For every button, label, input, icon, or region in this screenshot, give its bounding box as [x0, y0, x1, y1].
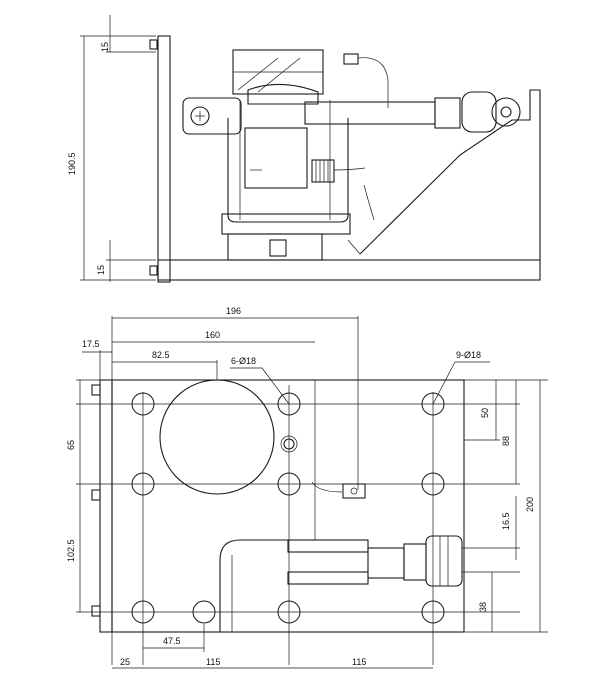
top-view: 196 160 82.5 17.5 6-Ø18 9-Ø18 65 102.5 5… [66, 306, 548, 669]
plan-rod-top [287, 539, 369, 553]
dim-196: 196 [226, 306, 241, 316]
clamp-block [182, 97, 242, 135]
cable-gland [311, 159, 335, 183]
gusset [359, 89, 541, 260]
rod-eye [461, 91, 497, 133]
plan-lug-1 [91, 384, 101, 396]
dim-88: 88 [501, 436, 511, 446]
hole-callout-6: 6-Ø18 [231, 356, 256, 366]
dim-160: 160 [205, 330, 220, 340]
dim-82-5: 82.5 [152, 350, 170, 360]
dim-200: 200 [525, 497, 535, 512]
plan-lug-3 [91, 605, 101, 617]
dim-25: 25 [120, 657, 130, 667]
rod-pin-outer [491, 97, 521, 127]
dim-115-a: 115 [206, 657, 220, 667]
dim-115-b: 115 [352, 657, 366, 667]
plan-lug-2 [91, 489, 101, 501]
connector [343, 53, 359, 65]
plan-back-plate [99, 379, 113, 633]
plan-rod-body [367, 547, 405, 579]
lug-bottom [149, 265, 158, 276]
dome-top [247, 83, 319, 105]
rod-pin-inner [500, 106, 512, 118]
lug-top [149, 39, 158, 50]
bracket-outline [219, 539, 290, 632]
foot-bolt [269, 239, 287, 257]
tie-rod [304, 101, 436, 125]
plan-rod-bottom [287, 571, 369, 585]
dim-16-5: 16.5 [501, 512, 511, 530]
dim-65: 65 [66, 440, 76, 450]
rod-end-block [434, 97, 461, 129]
plan-connector [342, 483, 366, 499]
plan-base-plate [111, 379, 465, 633]
dim-47-5: 47.5 [163, 636, 181, 646]
dim-50: 50 [480, 408, 490, 418]
side-view: 190.5 15 15 [67, 15, 541, 283]
cell-base-ring [221, 213, 351, 235]
plan-rod-eye [425, 535, 463, 587]
cell-foot [227, 233, 323, 261]
dim-38: 38 [478, 602, 488, 612]
load-cell-circle [159, 379, 275, 495]
load-cell-window [244, 127, 308, 189]
back-plate [157, 35, 171, 283]
hole-callout-9: 9-Ø18 [456, 350, 481, 360]
plan-rod-end [403, 543, 427, 581]
base-plate [157, 259, 541, 281]
load-cell-body [227, 118, 349, 223]
dim-total-height: 190.5 [67, 152, 77, 175]
dim-top-plate: 15 [100, 42, 110, 52]
clamp-bolt [190, 106, 210, 126]
dim-102-5: 102.5 [66, 539, 76, 562]
dim-bottom-plate: 15 [96, 265, 106, 275]
dim-17-5: 17.5 [82, 339, 100, 349]
